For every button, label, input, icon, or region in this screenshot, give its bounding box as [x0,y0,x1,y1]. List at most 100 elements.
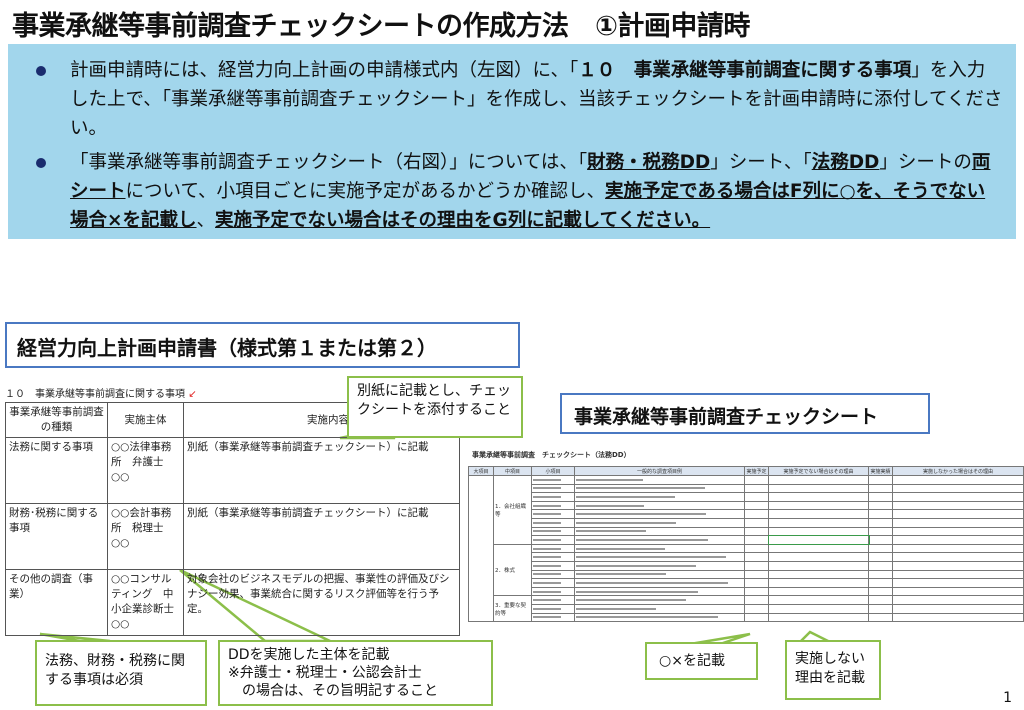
sheet-cell[interactable] [868,492,893,502]
sheet-cell[interactable] [868,595,893,605]
sheet-cell[interactable] [574,586,745,597]
sheet-cell[interactable] [531,543,575,554]
sheet-cell[interactable] [744,517,769,528]
sheet-cell[interactable] [868,560,893,571]
sheet-cell[interactable] [531,509,575,519]
sheet-cell[interactable] [744,500,769,511]
sheet-cell[interactable] [868,612,893,623]
sheet-cell[interactable] [744,543,769,554]
sheet-cell[interactable] [531,578,575,588]
sheet-cell[interactable] [892,586,1024,597]
sheet-cell[interactable] [892,603,1024,614]
sheet-cell[interactable] [768,500,869,511]
sheet-cell[interactable] [768,483,869,494]
sheet-cell[interactable] [892,543,1024,554]
sheet-cell[interactable] [574,612,745,623]
sheet-cell[interactable] [744,509,769,519]
sheet-cell[interactable] [868,543,893,554]
sheet-cell[interactable] [531,569,575,580]
sheet-cell[interactable] [868,603,893,614]
sheet-cell[interactable] [768,569,869,580]
sheet-cell[interactable] [744,535,769,545]
sheet-cell[interactable] [768,595,869,605]
sheet-cell[interactable] [744,595,769,605]
sheet-cell[interactable] [768,612,869,623]
sheet-cell[interactable] [892,526,1024,537]
sheet-cell[interactable] [892,595,1024,605]
sheet-cell[interactable] [531,595,575,605]
sheet-cell[interactable] [531,535,575,545]
sheet-cell[interactable] [744,578,769,588]
sheet-cell[interactable] [768,492,869,502]
sheet-cell[interactable] [574,552,745,562]
sheet-cell[interactable] [892,500,1024,511]
sheet-cell[interactable] [768,578,869,588]
sheet-cell[interactable] [574,578,745,588]
sheet-cell[interactable] [574,500,745,511]
sheet-cell[interactable] [868,509,893,519]
sheet-cell[interactable] [574,603,745,614]
sheet-cell[interactable] [868,535,893,545]
sheet-cell[interactable] [531,526,575,537]
sheet-cell[interactable] [892,517,1024,528]
sheet-cell[interactable] [574,475,745,485]
sheet-cell[interactable] [868,578,893,588]
sheet-cell[interactable] [892,492,1024,502]
sheet-cell[interactable] [744,492,769,502]
sheet-cell[interactable] [531,603,575,614]
sheet-cell[interactable] [531,483,575,494]
sheet-cell[interactable] [574,492,745,502]
sheet-cell[interactable] [768,603,869,614]
sheet-cell[interactable] [868,526,893,537]
sheet-cell[interactable] [868,517,893,528]
sheet-cell[interactable] [892,578,1024,588]
sheet-cell[interactable] [768,586,869,597]
sheet-cell[interactable] [868,475,893,485]
sheet-cell[interactable] [892,483,1024,494]
sheet-cell[interactable] [531,492,575,502]
sheet-cell[interactable] [892,552,1024,562]
sheet-cell[interactable] [767,534,870,546]
sheet-cell[interactable] [531,586,575,597]
sheet-cell[interactable] [892,535,1024,545]
sheet-cell[interactable] [768,475,869,485]
sheet-cell[interactable] [892,612,1024,623]
sheet-cell[interactable] [892,569,1024,580]
sheet-cell[interactable] [574,535,745,545]
sheet-cell[interactable] [744,483,769,494]
sheet-cell[interactable] [868,569,893,580]
sheet-cell[interactable] [574,595,745,605]
sheet-cell[interactable] [768,552,869,562]
sheet-cell[interactable] [744,569,769,580]
sheet-cell[interactable] [868,500,893,511]
sheet-cell[interactable] [892,475,1024,485]
sheet-cell[interactable] [892,509,1024,519]
sheet-cell[interactable] [768,526,869,537]
sheet-cell[interactable] [531,552,575,562]
sheet-cell[interactable] [744,526,769,537]
sheet-cell[interactable] [531,475,575,485]
sheet-cell[interactable] [768,509,869,519]
sheet-cell[interactable] [744,603,769,614]
sheet-cell[interactable] [768,560,869,571]
sheet-cell[interactable] [768,543,869,554]
sheet-cell[interactable] [868,552,893,562]
sheet-cell[interactable] [574,483,745,494]
sheet-cell[interactable] [574,526,745,537]
sheet-cell[interactable] [531,500,575,511]
sheet-cell[interactable] [744,552,769,562]
sheet-cell[interactable] [892,560,1024,571]
sheet-cell[interactable] [574,560,745,571]
sheet-cell[interactable] [744,560,769,571]
sheet-cell[interactable] [574,543,745,554]
sheet-cell[interactable] [768,517,869,528]
sheet-cell[interactable] [868,586,893,597]
sheet-cell[interactable] [744,475,769,485]
sheet-cell[interactable] [868,483,893,494]
sheet-cell[interactable] [531,517,575,528]
sheet-cell[interactable] [744,612,769,623]
sheet-cell[interactable] [744,586,769,597]
sheet-cell[interactable] [574,569,745,580]
sheet-cell[interactable] [531,612,575,623]
sheet-cell[interactable] [531,560,575,571]
